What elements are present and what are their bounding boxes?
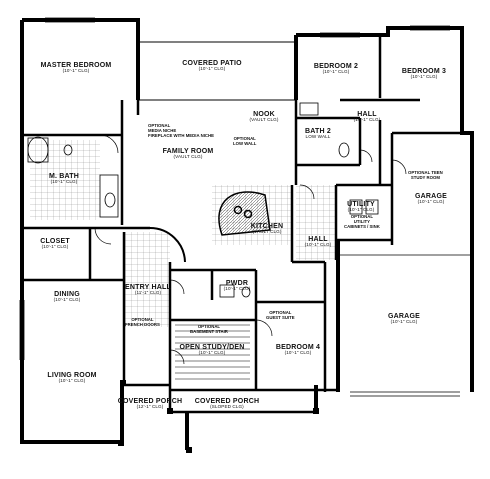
kitchen-island — [218, 191, 271, 236]
room-closet: CLOSET (10'-1" CLG) — [40, 238, 70, 250]
covered-patio-outline — [137, 41, 296, 101]
room-dim: (10'-1" CLG) — [198, 66, 226, 72]
room-pwdr: PWDR (10'-1" CLG) — [224, 280, 251, 292]
room-bath-2: BATH 2 LOW WALL — [305, 128, 331, 140]
room-dim: (10'-1" CLG) — [58, 378, 86, 384]
room-name: DINING — [54, 291, 80, 298]
fixtures — [27, 102, 379, 298]
room-dim: (VAULT CLG) — [173, 154, 203, 160]
room-bedroom-2: BEDROOM 2 (10'-1" CLG) — [314, 63, 358, 75]
room-dim: (11'-1" CLG) — [134, 290, 162, 296]
basement-stair — [175, 324, 250, 380]
room-dim: (10'-1" CLG) — [417, 199, 445, 205]
room-dim: (10'-1" CLG) — [62, 68, 90, 74]
room-master-bedroom: MASTER BEDROOM (10'-1" CLG) — [41, 62, 112, 74]
room-open-study: OPEN STUDY/DEN (10'-1" CLG) — [179, 344, 244, 356]
room-dim: LOW WALL — [305, 134, 331, 140]
room-dim: (10'-1" CLG) — [322, 69, 350, 75]
interior-walls — [22, 35, 462, 414]
room-name: GARAGE — [415, 193, 447, 200]
room-name: NOOK — [253, 111, 275, 118]
columns — [118, 380, 319, 453]
room-garage-lower: GARAGE (10'-1" CLG) — [388, 313, 420, 325]
windows — [19, 17, 470, 397]
room-covered-patio: COVERED PATIO (10'-1" CLG) — [182, 60, 242, 72]
room-dim: (SLOPED CLG) — [210, 404, 244, 410]
entry-rotunda — [149, 227, 186, 263]
room-dim: (VAULT CLG) — [252, 229, 282, 235]
room-garage-upper: GARAGE (10'-1" CLG) — [415, 193, 447, 205]
room-name: COVERED PORCH — [117, 398, 183, 405]
room-entry-hall: ENTRY HALL (11'-1" CLG) — [125, 284, 171, 296]
room-dining: DINING (10'-1" CLG) — [54, 291, 81, 303]
room-name: GARAGE — [388, 313, 420, 320]
room-name: BEDROOM 3 — [401, 68, 447, 75]
room-name: PWDR — [225, 280, 249, 287]
room-name: M. BATH — [48, 173, 80, 180]
room-dim: (10'-1" CLG) — [223, 286, 251, 292]
room-covered-porch-2: COVERED PORCH (SLOPED CLG) — [195, 398, 259, 410]
room-dim: (10'-1" CLG) — [50, 179, 78, 185]
room-dim: (VAULT CLG) — [249, 117, 279, 123]
room-kitchen: KITCHEN (VAULT CLG) — [251, 223, 284, 235]
room-dim: (10'-1" CLG) — [41, 244, 69, 250]
room-dim: (10'-1" CLG) — [410, 74, 438, 80]
room-name: BATH 2 — [305, 128, 331, 135]
room-family-room: FAMILY ROOM (VAULT CLG) — [163, 148, 214, 160]
room-hall-lower: HALL (10'-1" CLG) — [305, 236, 332, 248]
room-dim: (12'-1" CLG) — [136, 404, 164, 410]
room-name: COVERED PORCH — [194, 398, 260, 405]
room-name: KITCHEN — [250, 223, 284, 230]
room-dim: (10'-1" CLG) — [53, 297, 81, 303]
room-hall-upper: HALL (10'-1" CLG) — [354, 111, 381, 123]
room-dim: (10'-1" CLG) — [347, 207, 375, 213]
room-bedroom-3: BEDROOM 3 (10'-1" CLG) — [402, 68, 446, 80]
room-name: UTILITY — [347, 201, 375, 208]
room-name: BEDROOM 4 — [275, 344, 321, 351]
room-name: HALL — [308, 236, 328, 243]
room-dim: (10'-1" CLG) — [390, 319, 418, 325]
room-name: OPEN STUDY/DEN — [179, 344, 245, 351]
room-bedroom-4: BEDROOM 4 (10'-1" CLG) — [276, 344, 320, 356]
room-utility: UTILITY (10'-1" CLG) — [347, 201, 375, 213]
room-covered-porch-1: COVERED PORCH (12'-1" CLG) — [118, 398, 182, 410]
room-living-room: LIVING ROOM (10'-1" CLG) — [47, 372, 96, 384]
room-dim: (10'-1" CLG) — [304, 242, 332, 248]
room-nook: NOOK (VAULT CLG) — [250, 111, 279, 123]
door-swings — [94, 134, 407, 365]
room-name: HALL — [357, 111, 377, 118]
room-name: CLOSET — [40, 238, 70, 245]
room-name: ENTRY HALL — [125, 284, 171, 291]
room-name: FAMILY ROOM — [162, 148, 214, 155]
room-name: LIVING ROOM — [47, 372, 97, 379]
room-name: COVERED PATIO — [182, 60, 242, 67]
room-dim: (10'-1" CLG) — [353, 117, 381, 123]
room-dim: (10'-1" CLG) — [284, 350, 312, 356]
room-name: MASTER BEDROOM — [40, 62, 112, 69]
room-m-bath: M. BATH (10'-1" CLG) — [49, 173, 79, 185]
room-name: BEDROOM 2 — [313, 63, 359, 70]
room-dim: (10'-1" CLG) — [198, 350, 226, 356]
